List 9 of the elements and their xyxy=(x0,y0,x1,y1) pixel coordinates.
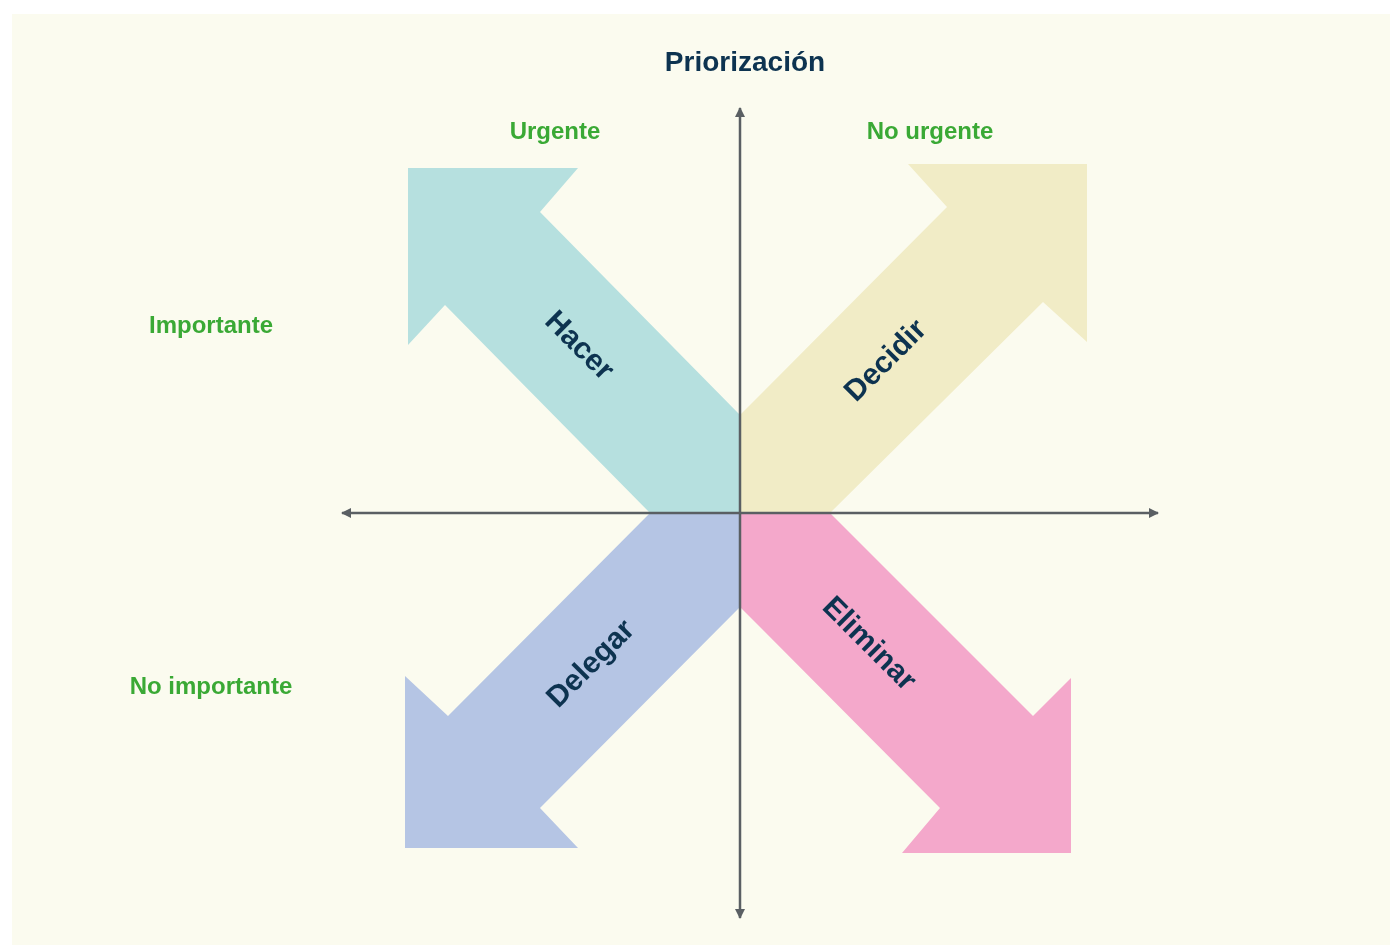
axis-label: Importante xyxy=(149,311,273,339)
arrow-shape xyxy=(405,513,740,848)
axis-label: No urgente xyxy=(866,117,994,145)
title: Priorización xyxy=(664,46,826,78)
axis-label: No importante xyxy=(129,672,293,700)
arrow-shape xyxy=(740,164,1087,513)
axis-label: Urgente xyxy=(509,117,601,145)
arrow-shape xyxy=(740,513,1071,853)
arrow-shape xyxy=(408,168,740,513)
